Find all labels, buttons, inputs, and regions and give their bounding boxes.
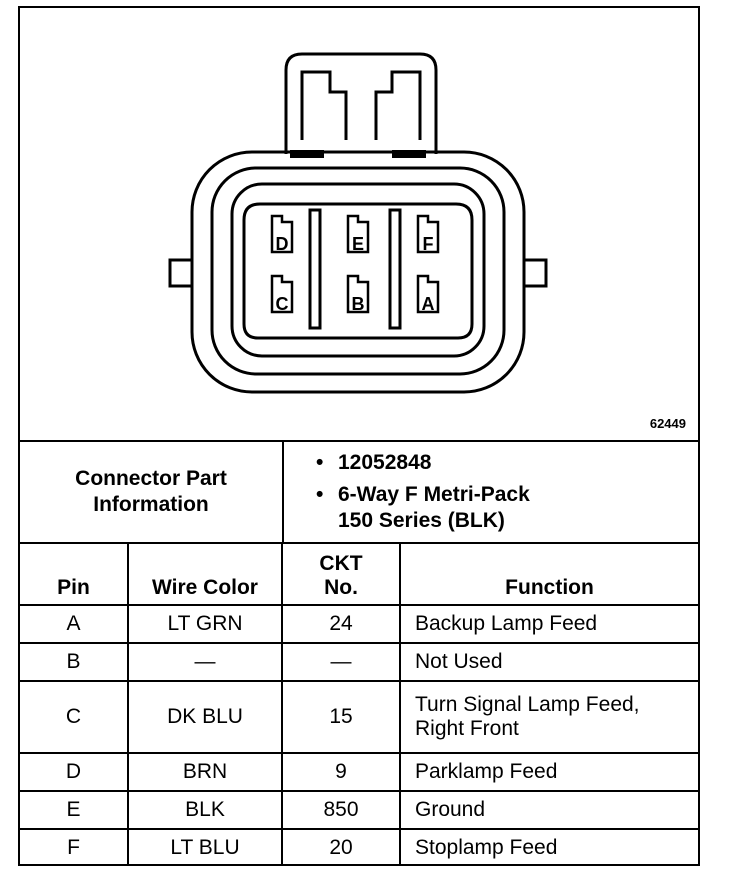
- cell-function: Stoplamp Feed: [399, 828, 698, 866]
- table-row: E BLK 850 Ground: [20, 790, 698, 830]
- header-wire-color: Wire Color: [127, 544, 283, 606]
- lock-tab-inner-right: [374, 70, 422, 140]
- left-ear: [168, 258, 194, 288]
- pin-label-e: E: [352, 234, 364, 254]
- pin-cavity: [242, 202, 474, 340]
- pin-label-b: B: [352, 294, 365, 314]
- cell-pin: A: [20, 604, 129, 644]
- part-number-row: • 12052848: [316, 450, 530, 476]
- table-row: F LT BLU 20 Stoplamp Feed: [20, 828, 698, 866]
- table-row: C DK BLU 15 Turn Signal Lamp Feed, Right…: [20, 680, 698, 754]
- cell-wire-color: LT BLU: [127, 828, 283, 866]
- cell-ckt: 24: [281, 604, 401, 644]
- cell-function: Ground: [399, 790, 698, 830]
- pin-terminal-c: [270, 274, 294, 314]
- bullet: •: [316, 451, 324, 474]
- pin-terminal-d: [270, 214, 294, 254]
- cell-function: Not Used: [399, 642, 698, 682]
- part-info-label: Connector Part Information: [20, 442, 284, 542]
- cell-wire-color: BLK: [127, 790, 283, 830]
- pin-label-c: C: [276, 294, 289, 314]
- figure-number: 62449: [649, 416, 686, 431]
- description-line1: 6-Way F Metri-Pack: [338, 483, 530, 506]
- cell-wire-color: LT GRN: [127, 604, 283, 644]
- header-ckt-no: CKT No.: [281, 544, 401, 606]
- cell-pin: E: [20, 790, 129, 830]
- cell-pin: D: [20, 752, 129, 792]
- cell-function: Turn Signal Lamp Feed, Right Front: [399, 680, 698, 754]
- cell-wire-color: DK BLU: [127, 680, 283, 754]
- header-pin: Pin: [20, 544, 129, 606]
- cell-ckt: 850: [281, 790, 401, 830]
- pin-label-d: D: [276, 234, 289, 254]
- cell-function: Parklamp Feed: [399, 752, 698, 792]
- connector-face-drawing: D E F C B A: [168, 52, 548, 394]
- rib-right: [388, 208, 402, 330]
- part-number: 12052848: [338, 451, 432, 474]
- connector-diagram: D E F C B A 62449: [20, 8, 698, 442]
- pin-terminal-f: [416, 214, 440, 254]
- connector-part-info: Connector Part Information • 12052848 • …: [20, 442, 698, 544]
- cell-ckt: 15: [281, 680, 401, 754]
- cell-pin: C: [20, 680, 129, 754]
- pin-terminal-e: [346, 214, 370, 254]
- table-row: B — — Not Used: [20, 642, 698, 682]
- cell-ckt: 9: [281, 752, 401, 792]
- rib-left: [308, 208, 322, 330]
- cell-function-line1: Turn Signal Lamp Feed,: [415, 693, 640, 716]
- header-ckt-line2: No.: [324, 576, 358, 599]
- connector-body-mid: [210, 166, 506, 376]
- pin-label-f: F: [423, 234, 434, 254]
- pin-table: Pin Wire Color CKT No. Function A LT GRN…: [20, 544, 698, 866]
- cell-pin: F: [20, 828, 129, 866]
- part-info-label-line2: Information: [93, 493, 209, 516]
- connector-sheet: D E F C B A 62449 Connector Part Informa…: [18, 6, 700, 866]
- part-info-list: • 12052848 • 6-Way F Metri-Pack 150 Seri…: [316, 450, 530, 534]
- pin-label-a: A: [422, 294, 435, 314]
- header-ckt-line1: CKT: [319, 552, 363, 575]
- cell-function-line2: Right Front: [415, 717, 519, 740]
- bullet: •: [316, 483, 324, 506]
- pin-terminal-a: [416, 274, 440, 314]
- connector-body-inner: [230, 182, 486, 358]
- description-row: • 6-Way F Metri-Pack 150 Series (BLK): [316, 482, 530, 534]
- part-info-label-line1: Connector Part: [75, 467, 227, 490]
- header-function: Function: [399, 544, 698, 606]
- table-row: D BRN 9 Parklamp Feed: [20, 752, 698, 792]
- pin-terminal-b: [346, 274, 370, 314]
- lock-tab-inner: [300, 70, 348, 140]
- right-ear: [522, 258, 548, 288]
- cell-wire-color: —: [127, 642, 283, 682]
- lock-tab-outer: [284, 52, 438, 154]
- description-line2: 150 Series (BLK): [338, 509, 505, 532]
- cell-pin: B: [20, 642, 129, 682]
- cell-ckt: —: [281, 642, 401, 682]
- table-row: A LT GRN 24 Backup Lamp Feed: [20, 604, 698, 644]
- cell-function: Backup Lamp Feed: [399, 604, 698, 644]
- cell-ckt: 20: [281, 828, 401, 866]
- cell-wire-color: BRN: [127, 752, 283, 792]
- table-header-row: Pin Wire Color CKT No. Function: [20, 544, 698, 606]
